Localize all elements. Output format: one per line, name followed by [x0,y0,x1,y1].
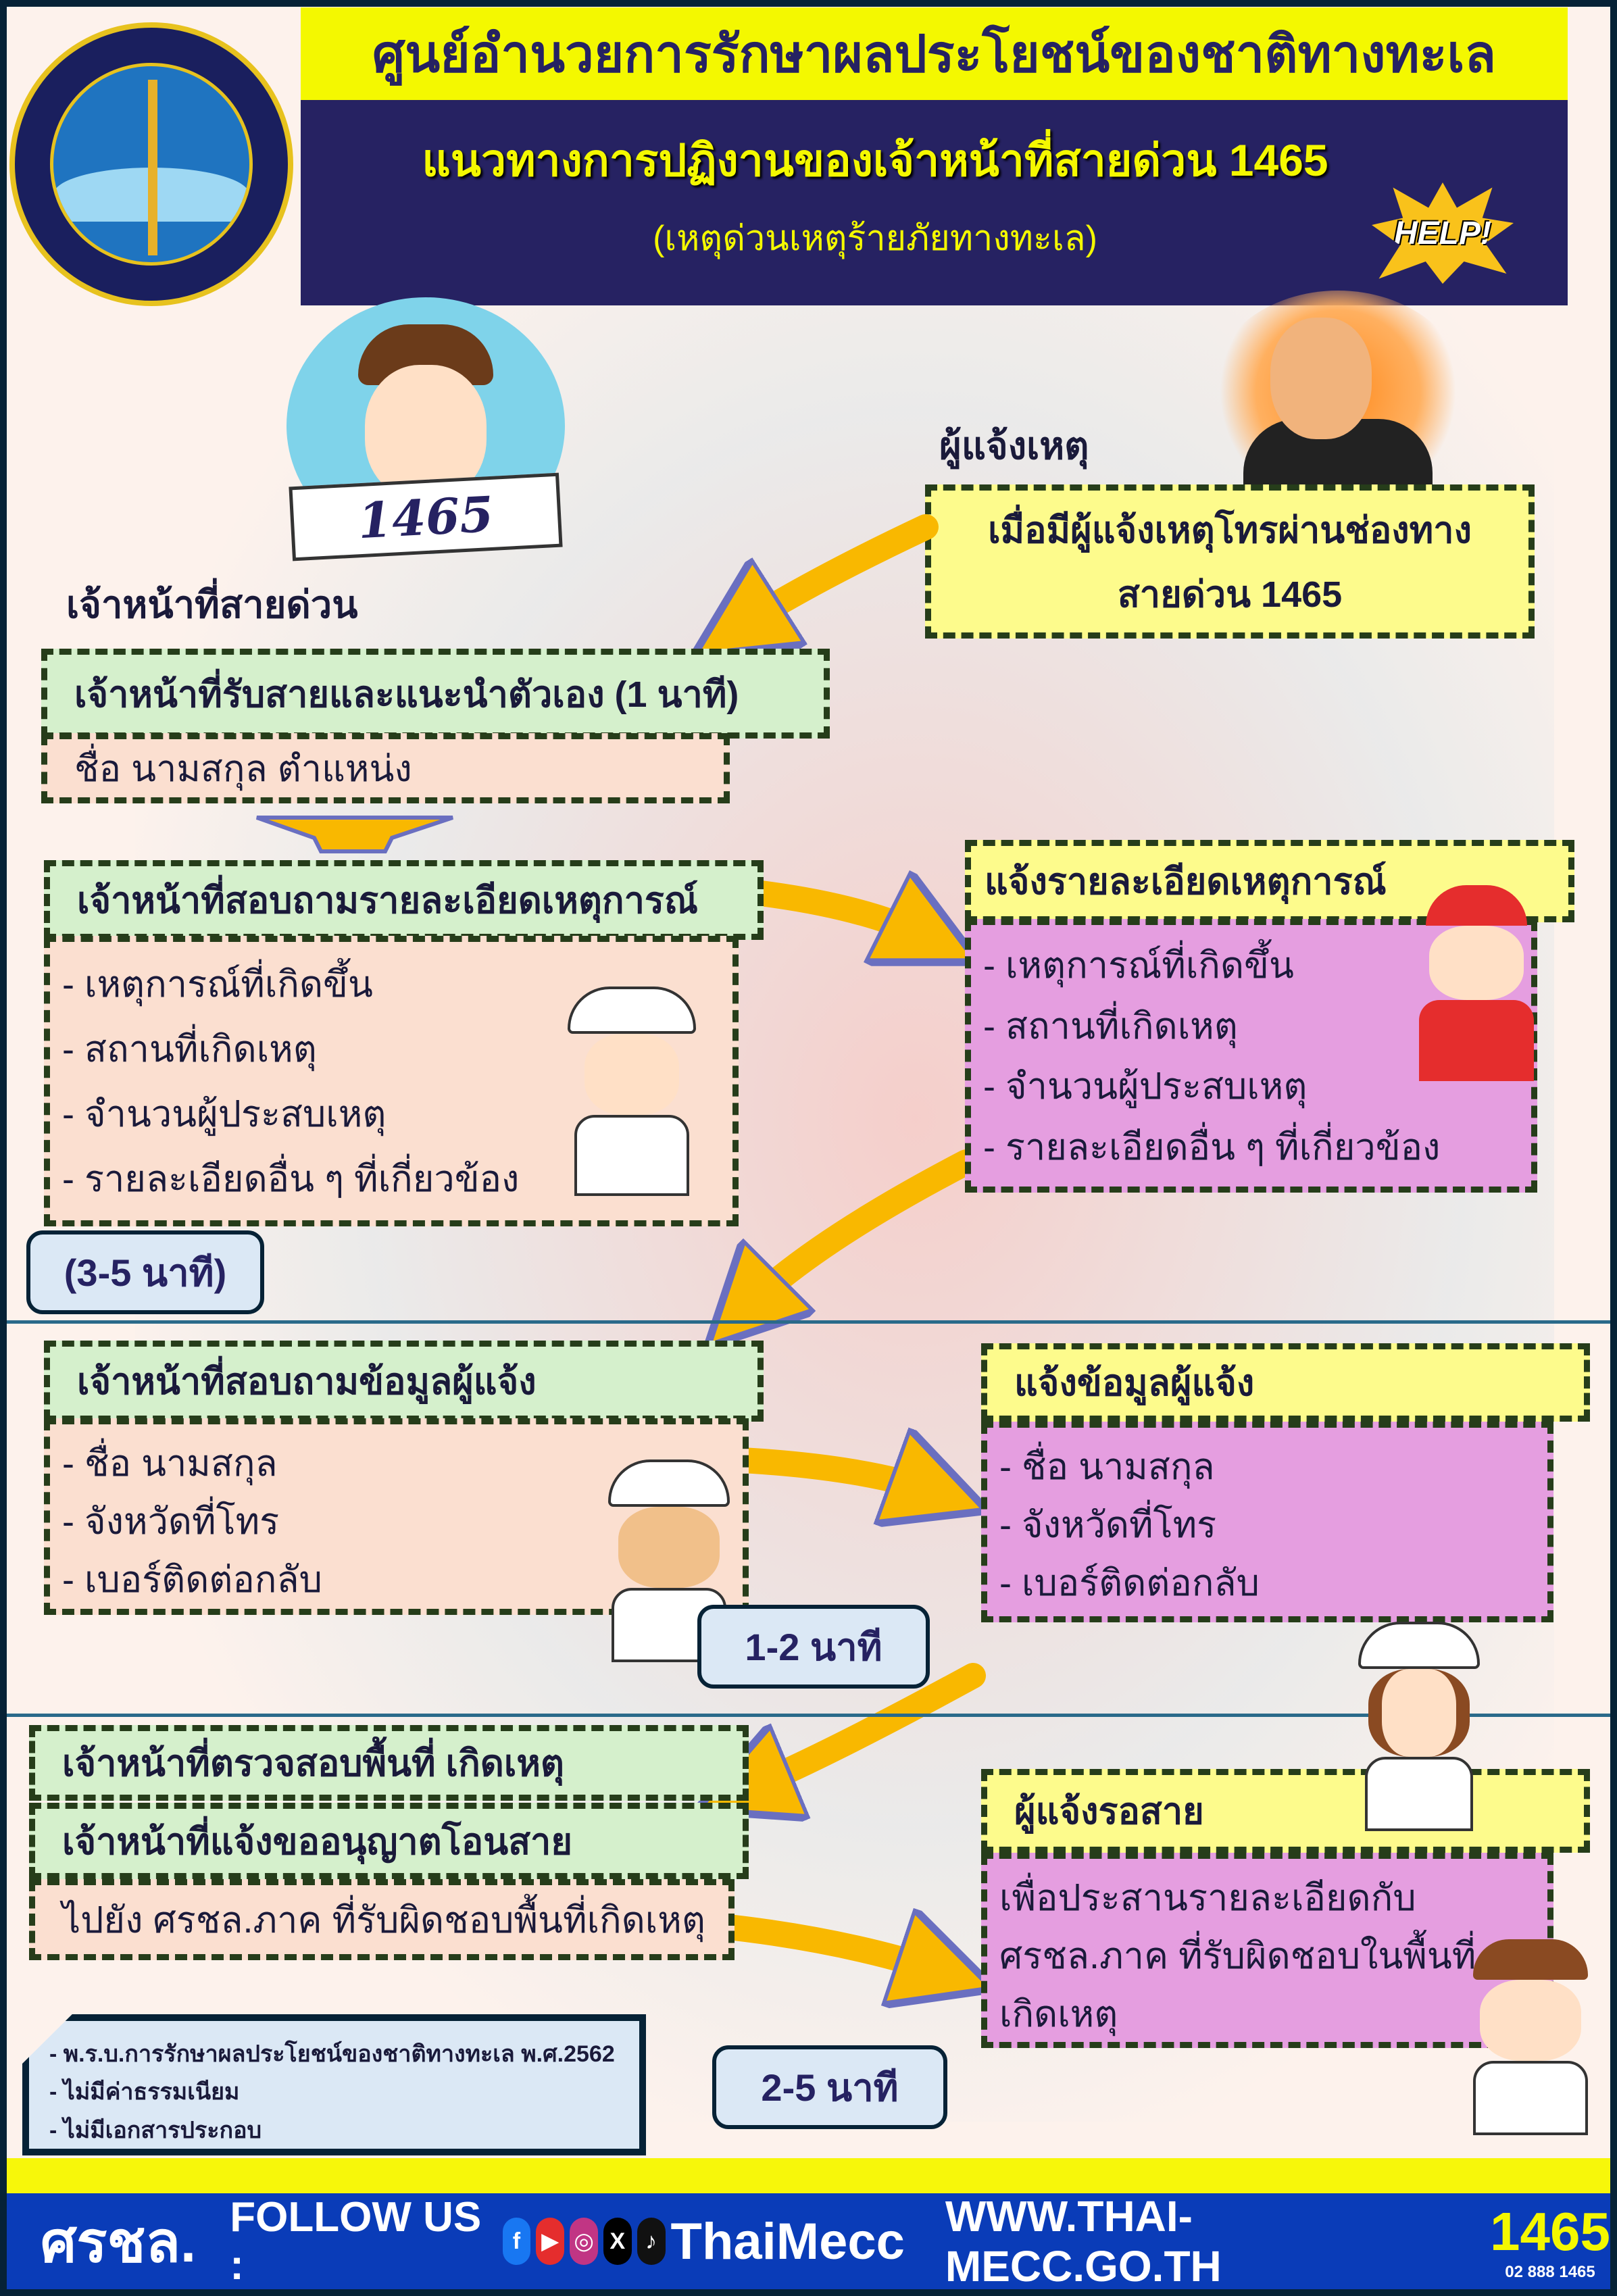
caller-box: เมื่อมีผู้แจ้งเหตุโทรผ่านช่องทาง สายด่วน… [925,484,1535,639]
list-item: - ชื่อ นามสกุล [62,1443,278,1484]
doctor-illustration [1473,1939,1601,2142]
caller-avatar [1270,318,1372,439]
step4-detail: ไปยัง ศรชล.ภาค ที่รับผิดชอบพื้นที่เกิดเห… [29,1879,735,1960]
subsubtitle: (เหตุด่วนเหตุร้ายภัยทางทะเล) [653,219,1097,258]
step2-time: (3-5 นาที) [26,1230,264,1314]
down-arrow [256,816,453,853]
operator-label: เจ้าหน้าที่สายด่วน [66,583,358,626]
step1-title: เจ้าหน้าที่รับสายและแนะนำตัวเอง (1 นาที) [41,649,830,739]
list-item: - เหตุการณ์ที่เกิดขึ้น [62,964,373,1005]
step2-title: เจ้าหน้าที่สอบถามรายละเอียดเหตุการณ์ [44,860,764,940]
list-item: - เบอร์ติดต่อกลับ [999,1563,1260,1603]
list-item: - รายละเอียดอื่น ๆ ที่เกี่ยวข้อง [983,1127,1441,1168]
list-item: - เหตุการณ์ที่เกิดขึ้น [983,945,1294,986]
youtube-icon[interactable]: ▶ [536,2218,565,2265]
follow-label: FOLLOW US : [230,2194,482,2289]
thai-mecc-logo [9,22,293,306]
notes-box: - พ.ร.บ.การรักษาผลประโยชน์ของชาติทางทะเล… [22,2014,646,2155]
list-item: - จำนวนผู้ประสบเหตุ [62,1094,387,1134]
footer: ศรชล. FOLLOW US : f ▶ ◎ X ♪ ThaiMecc WWW… [7,2192,1610,2291]
step4-right-list: เพื่อประสานรายละเอียดกับ ศรชล.ภาค ที่รับ… [981,1853,1553,2048]
step3-right-title: แจ้งข้อมูลผู้แจ้ง [981,1343,1590,1422]
caller-box-line: เมื่อมีผู้แจ้งเหตุโทรผ่านช่องทาง [988,509,1472,551]
tiktok-icon[interactable]: ♪ [637,2218,666,2265]
nurse-illustration [1358,1622,1493,1845]
caller-label: ผู้แจ้งเหตุ [939,424,1089,467]
list-item: - ชื่อ นามสกุล [999,1447,1215,1487]
step4-title-check: เจ้าหน้าที่ตรวจสอบพื้นที่ เกิดเหตุ [29,1725,749,1801]
divider [7,1714,1610,1717]
list-item: - สถานที่เกิดเหตุ [983,1005,1238,1047]
note-item: - ไม่มีเอกสารประกอบ [49,2117,262,2143]
divider [7,1320,1610,1324]
facebook-icon[interactable]: f [502,2218,531,2265]
note-item: - พ.ร.บ.การรักษาผลประโยชน์ของชาติทางทะเล… [49,2041,615,2068]
list-item: เกิดเหตุ [999,1994,1118,2035]
footer-stripe [7,2158,1610,2193]
step3-title: เจ้าหน้าที่สอบถามข้อมูลผู้แจ้ง [44,1341,764,1422]
arrow-caller-to-step1 [737,514,939,628]
arrow-to-step4 [743,1663,986,1791]
sailor-officer-illustration [568,987,696,1203]
arrow-step3-right [717,1459,939,1493]
x-icon[interactable]: X [603,2218,632,2265]
step1-detail: ชื่อ นามสกุล ตำแหน่ง [41,733,730,803]
step3-right-list: - ชื่อ นามสกุล - จังหวัดที่โทร - เบอร์ติ… [981,1422,1553,1622]
social-handle[interactable]: ThaiMecc [670,2212,905,2270]
step4-time: 2-5 นาที [712,2045,947,2129]
list-item: ศรชล.ภาค ที่รับผิดชอบในพื้นที่ [999,1936,1476,1976]
phone-number: 02 888 1465 [1505,2263,1595,2281]
caller-box-line: สายด่วน 1465 [1117,574,1343,615]
list-item: - รายละเอียดอื่น ๆ ที่เกี่ยวข้อง [62,1159,520,1199]
sailor-binoculars-illustration [608,1459,743,1662]
step4-title-transfer: เจ้าหน้าที่แจ้งขออนุญาตโอนสาย [29,1803,749,1879]
note-item: - ไม่มีค่าธรรมเนียม [49,2079,240,2105]
red-shirt-person-illustration [1419,885,1534,1088]
instagram-icon[interactable]: ◎ [570,2218,598,2265]
list-item: - สถานที่เกิดเหตุ [62,1029,317,1070]
subtitle-banner [301,100,1568,305]
list-item: - เบอร์ติดต่อกลับ [62,1559,322,1600]
list-item: - จำนวนผู้ประสบเหตุ [983,1066,1308,1107]
step4-right-title: ผู้แจ้งรอสาย [981,1769,1590,1853]
step3-time: 1-2 นาที [697,1605,930,1689]
footer-brand: ศรชล. [41,2210,197,2274]
list-item: - จังหวัดที่โทร [999,1505,1217,1545]
hotline-number: 1465 [1490,2201,1610,2262]
list-item: เพื่อประสานรายละเอียดกับ [999,1878,1416,1918]
arrow-step2-right [737,892,932,939]
arrow-step4-right [703,1926,946,1973]
list-item: - จังหวัดที่โทร [62,1501,280,1542]
main-title: ศูนย์อำนวยการรักษาผลประโยชน์ของชาติทางทะ… [301,7,1568,100]
website-link[interactable]: WWW.THAI-MECC.GO.TH [945,2192,1222,2291]
arrow-right-to-step3 [743,1149,979,1311]
subtitle: แนวทางการปฏิงานของเจ้าหน้าที่สายด่วน 146… [422,135,1328,185]
